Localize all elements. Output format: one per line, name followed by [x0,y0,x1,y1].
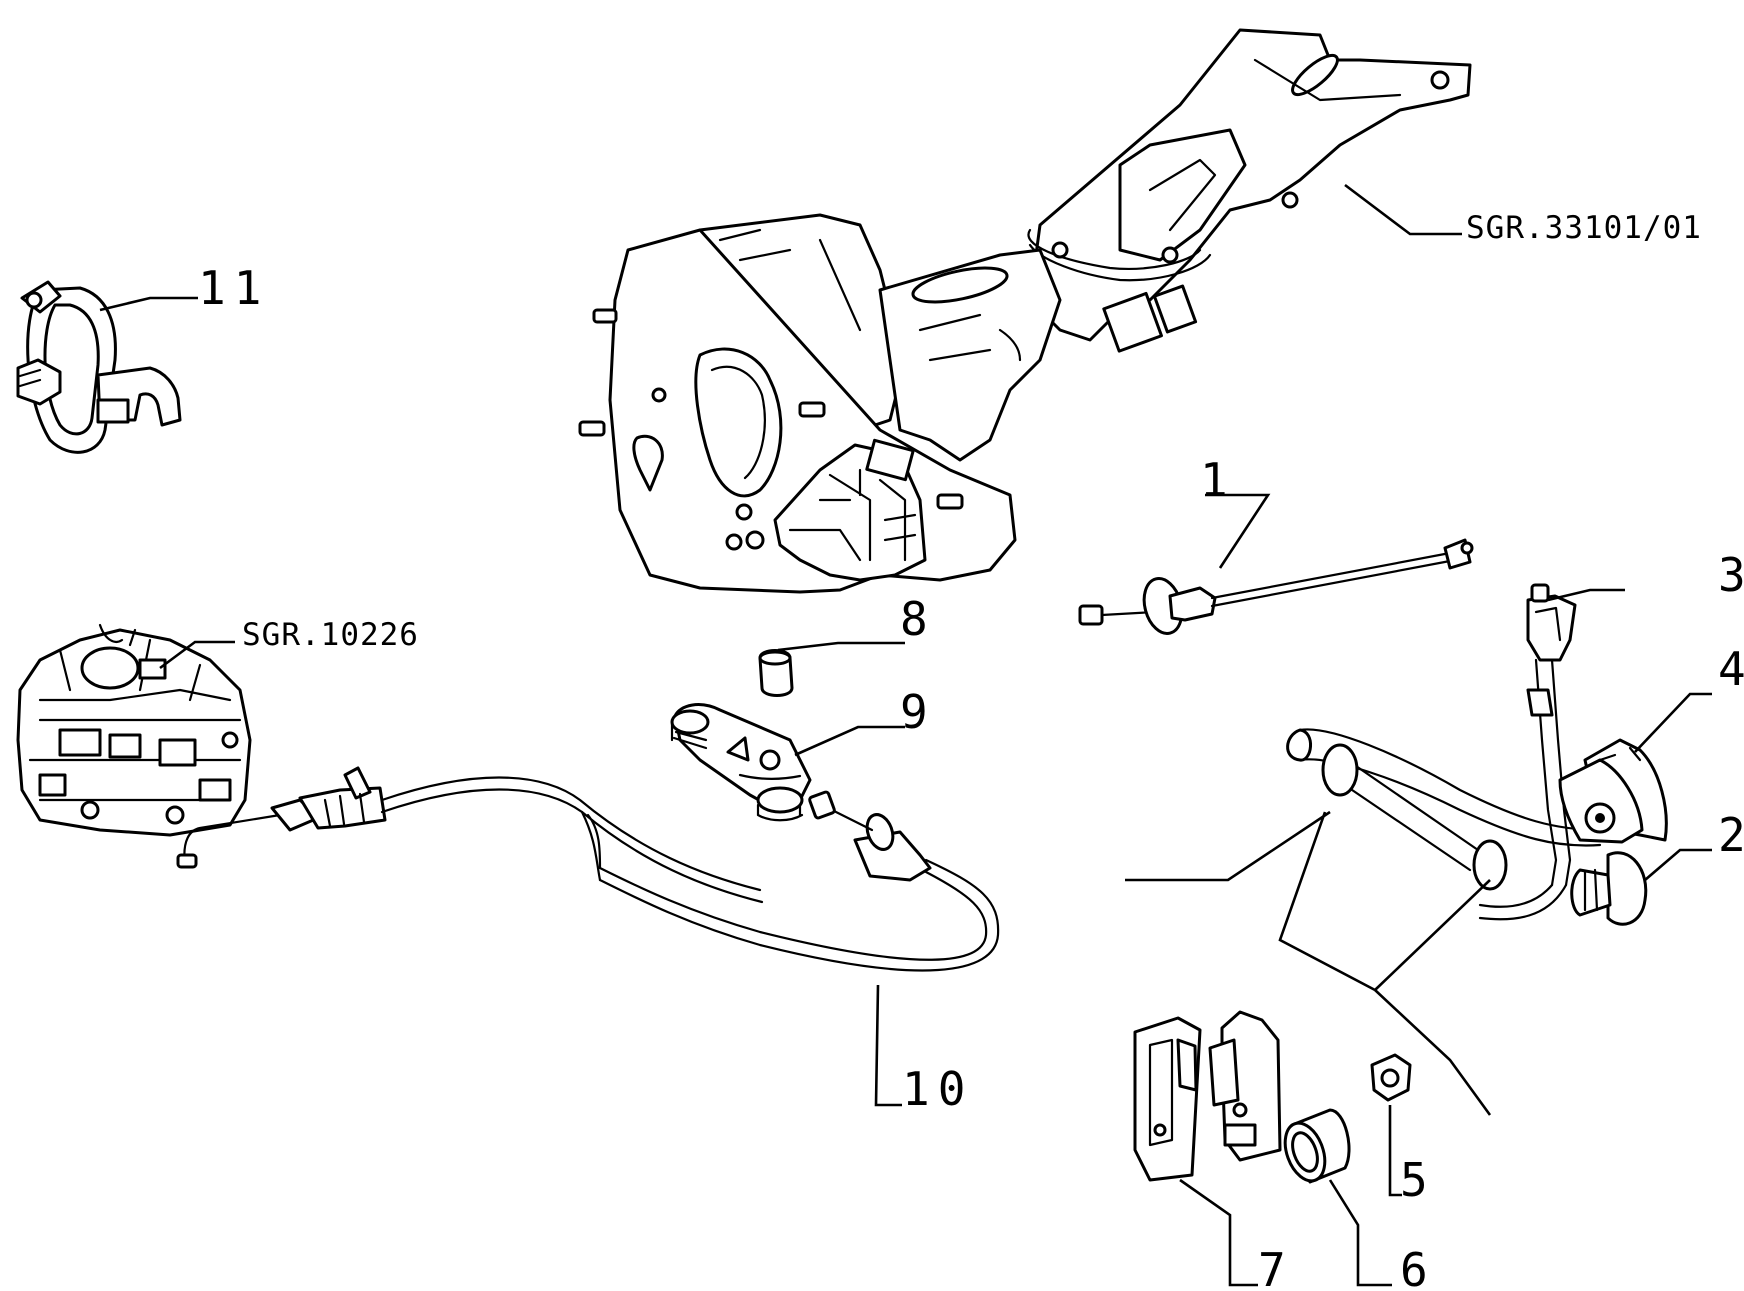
callout-3: 3 [1718,548,1744,602]
callout-labels: 11 1 3 4 2 8 9 10 5 7 6 SGR.33101/01 SGR… [198,210,1744,1291]
part-9-throttle-lever [670,703,812,822]
part-7-bracket-pair [1133,1010,1282,1182]
callout-6: 6 [1400,1243,1436,1291]
part-6-sleeve [1283,1108,1351,1184]
part-4-bracket [1558,738,1668,844]
callout-5: 5 [1400,1153,1436,1207]
gearbox-housing [578,28,1472,594]
callout-7: 7 [1258,1243,1294,1291]
part-3-selector-rod [1478,583,1577,921]
reference-carburettor: SGR.10226 [242,617,419,653]
callout-8: 8 [900,592,936,646]
part-2-grommet [1570,851,1648,926]
callout-2: 2 [1718,808,1744,862]
part-11-cable-clip [16,280,182,454]
carburettor-assembly [16,623,252,837]
part-8-bush [758,649,794,697]
housing-studs [578,308,964,551]
callout-10: 10 [902,1062,973,1116]
callout-1: 1 [1200,453,1236,507]
callout-4: 4 [1718,642,1744,696]
callout-9: 9 [900,685,936,739]
part-10-accelerator-cable [176,766,1000,972]
gear-shift-rod [1286,728,1602,891]
callout-11: 11 [198,261,269,315]
part-1-cable [1078,538,1474,635]
leader-lines [99,183,1712,1287]
part-5-nut [1370,1053,1412,1102]
reference-gearbox: SGR.33101/01 [1466,210,1702,246]
